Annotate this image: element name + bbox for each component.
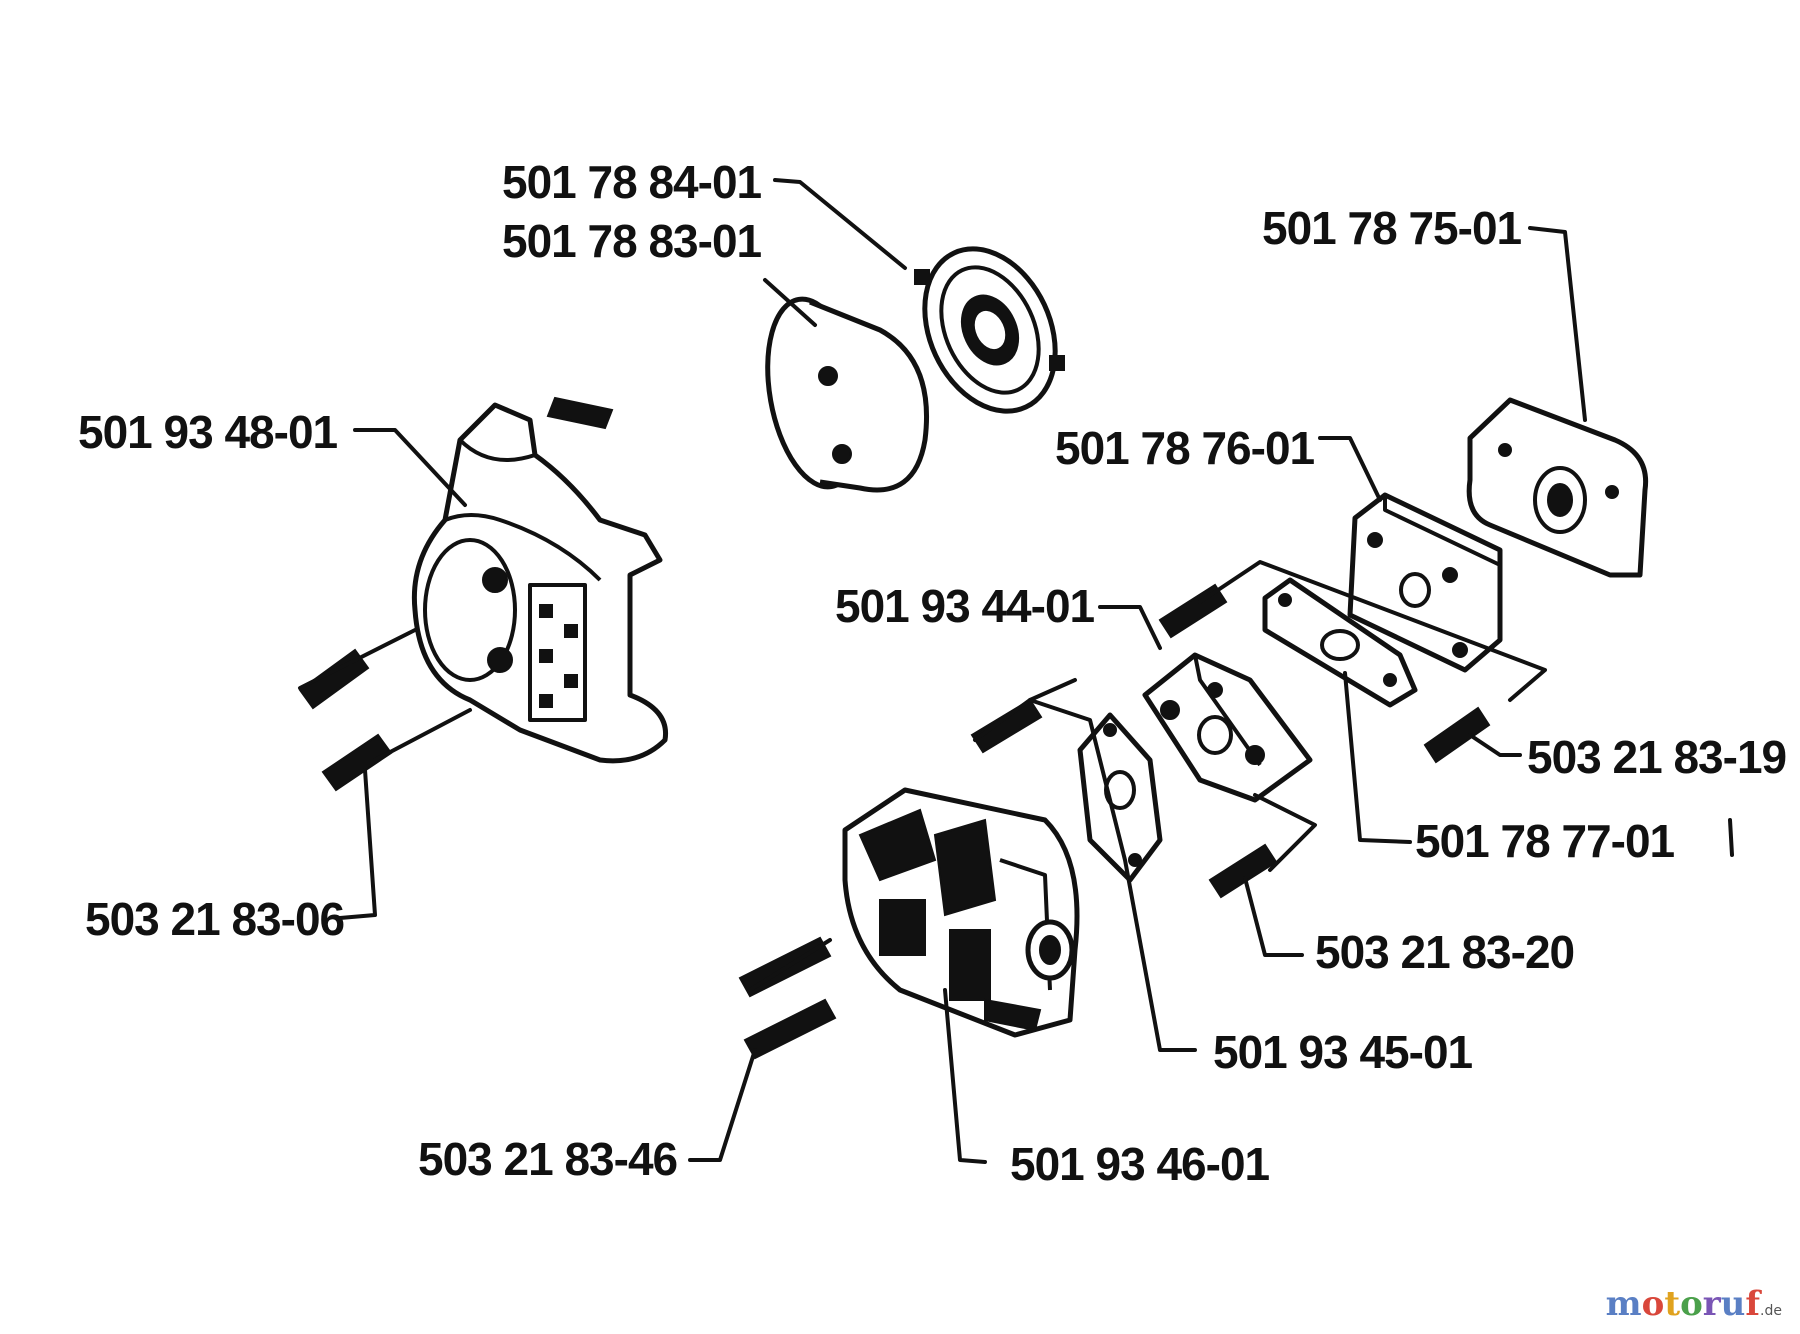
watermark-letter: o [1641, 1284, 1665, 1324]
part-screws-left [298, 648, 393, 792]
watermark-logo: motoruf.de [1606, 1284, 1782, 1324]
label-501934801: 501 93 48-01 [78, 406, 338, 458]
label-501788401: 501 78 84-01 [502, 156, 762, 208]
part-drum [765, 296, 930, 493]
label-501934601: 501 93 46-01 [1010, 1138, 1270, 1190]
label-503218346: 503 21 83-46 [418, 1133, 677, 1185]
watermark-suffix: .de [1760, 1303, 1782, 1319]
part-filter-body [1347, 492, 1503, 673]
part-gasket-upper [1262, 577, 1418, 708]
watermark-letter: m [1605, 1284, 1642, 1324]
label-501787701: 501 78 77-01 [1415, 815, 1675, 867]
label-501787501: 501 78 75-01 [1262, 202, 1522, 254]
label-503218320: 503 21 83-20 [1315, 926, 1574, 978]
label-501787601: 501 78 76-01 [1055, 422, 1315, 474]
watermark-letter: u [1720, 1284, 1746, 1324]
watermark-letter: t [1664, 1284, 1681, 1324]
part-filter-cover [1466, 397, 1649, 578]
part-bracket-housing [411, 396, 669, 764]
watermark-letter: r [1702, 1284, 1721, 1324]
watermark-letter: o [1680, 1284, 1703, 1324]
part-adapter-block [1142, 652, 1313, 803]
label-503218306: 503 21 83-06 [85, 893, 344, 945]
watermark-letter: f [1745, 1284, 1761, 1324]
part-pulley [914, 246, 1065, 414]
part-gasket-lower [1077, 712, 1163, 883]
label-501934401: 501 93 44-01 [835, 580, 1095, 632]
part-carburetor [842, 787, 1080, 1038]
label-503218319: 503 21 83-19 [1527, 731, 1786, 783]
part-labels: 501 78 84-01 501 78 83-01 501 78 75-01 5… [78, 156, 1787, 1190]
leader-lines [298, 178, 1734, 1164]
label-501788301: 501 78 83-01 [502, 215, 762, 267]
label-501934501: 501 93 45-01 [1213, 1026, 1473, 1078]
